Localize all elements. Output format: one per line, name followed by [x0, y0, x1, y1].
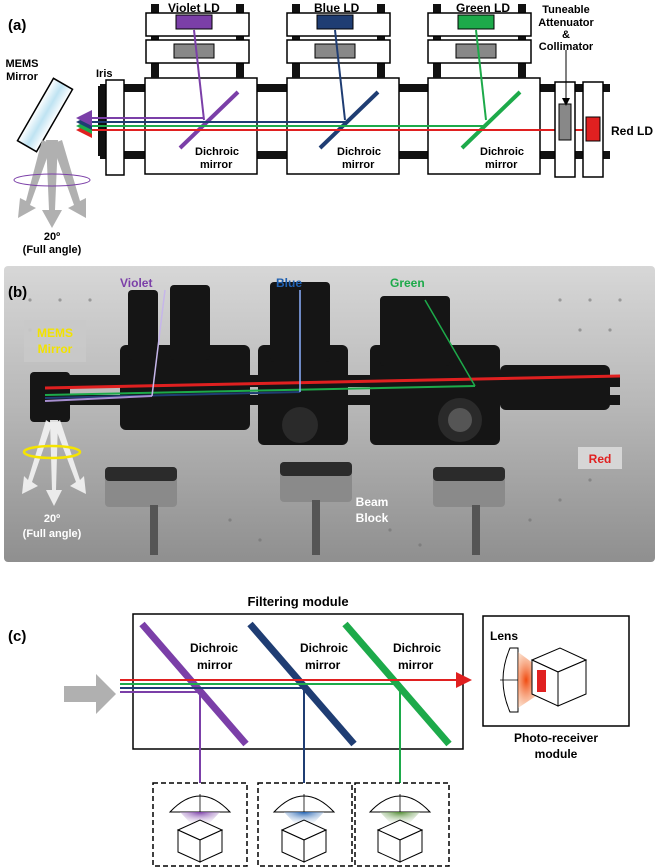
red-ld-label: Red LD [611, 124, 653, 138]
red-b-label: Red [589, 452, 612, 466]
green-beam-c [120, 683, 408, 834]
panel-b-tag: (b) [8, 284, 27, 301]
angle-a-label-1: 20º [44, 231, 60, 243]
dichroic-c3-mirror: mirror [398, 658, 434, 672]
attenuator-label-2: Attenuator [538, 17, 594, 29]
beam-block-label-2: Block [356, 511, 389, 525]
panel-c-tag: (c) [8, 628, 26, 645]
mems-b-label-bg [24, 320, 86, 362]
panel-c: (c) Filtering module Dichroic mirror Dic… [8, 594, 630, 867]
blue-detector [257, 782, 353, 867]
violet-vertical-b [151, 289, 166, 397]
green-ld-label: Green LD [456, 1, 510, 15]
violet-ld-mount [145, 4, 250, 78]
violet-ld-label: Violet LD [168, 1, 220, 15]
scan-ellipse-b [22, 444, 82, 460]
violet-beam-b [44, 395, 153, 402]
angle-b-label-2: (Full angle) [23, 528, 82, 540]
violet-b-label: Violet [120, 276, 152, 290]
violet-ld-beam [193, 29, 205, 121]
beam-block-label-1: Beam [356, 495, 389, 509]
blue-ld-label: Blue LD [314, 1, 360, 15]
blue-ld-beam [334, 29, 346, 121]
green-dichroic-a [460, 90, 522, 150]
dichroic-a2-label: Dichroic [337, 146, 381, 158]
dichroic-c3-label: Dichroic [393, 641, 441, 655]
dichroic-c2-mirror: mirror [305, 658, 341, 672]
violet-detector [152, 782, 248, 867]
attenuator-label-4: Collimator [539, 41, 594, 53]
angle-b-label-1: 20º [44, 513, 60, 525]
angle-a-label-2: (Full angle) [23, 244, 82, 256]
mems-b-label-2: Mirror [38, 342, 73, 356]
dichroic-c1-mirror: mirror [197, 658, 233, 672]
iris-label: Iris [96, 68, 113, 80]
blue-b-label: Blue [276, 276, 302, 290]
dichroic-a1-label: Dichroic [195, 146, 239, 158]
green-detector [354, 782, 450, 867]
blue-beam-c [120, 687, 312, 834]
dichroic-a3-mirror: mirror [485, 159, 518, 171]
panel-a-tag: (a) [8, 17, 26, 34]
blue-ld-mount [286, 4, 391, 78]
photo-receiver-label-2: module [535, 747, 578, 761]
iris-holder [105, 79, 125, 176]
panel-a: (a) Iris [6, 1, 654, 256]
green-ld-beam [475, 29, 487, 121]
scan-fan-a [18, 140, 86, 228]
green-vertical-b [424, 299, 476, 387]
dichroic-c2-label: Dichroic [300, 641, 348, 655]
dichroic-a1-mirror: mirror [200, 159, 233, 171]
panel-b: MEMS Mirror Red (b) Violet Blue Green Be… [4, 266, 655, 562]
dichroic-c1-label: Dichroic [190, 641, 238, 655]
scan-ellipse-a [13, 173, 91, 187]
red-ld [585, 116, 601, 142]
receiver-cube [530, 647, 588, 707]
filtering-module-label: Filtering module [247, 594, 348, 609]
violet-dichroic-a [178, 90, 240, 150]
photo-receiver-label-1: Photo-receiver [514, 731, 598, 745]
dichroic-a3-label: Dichroic [480, 146, 524, 158]
red-beam-b [44, 374, 621, 390]
mems-a-label-2: Mirror [6, 71, 39, 83]
attenuator [558, 103, 572, 141]
input-arrow [64, 674, 116, 714]
mems-b-label-1: MEMS [37, 326, 73, 340]
green-b-label: Green [390, 276, 425, 290]
green-beam-b [44, 385, 476, 396]
blue-dichroic-a [318, 90, 380, 150]
beam-blocks [105, 462, 505, 555]
blue-beam-b [44, 391, 301, 399]
attenuator-label-1: Tuneable [542, 4, 589, 16]
green-ld-mount [427, 4, 532, 78]
dichroic-a2-mirror: mirror [342, 159, 375, 171]
attenuator-label-3: & [562, 29, 570, 41]
lens-label: Lens [490, 629, 518, 643]
red-b-label-bg [578, 447, 622, 469]
mems-mirror-a [16, 77, 74, 153]
mems-a-label-1: MEMS [6, 58, 39, 70]
